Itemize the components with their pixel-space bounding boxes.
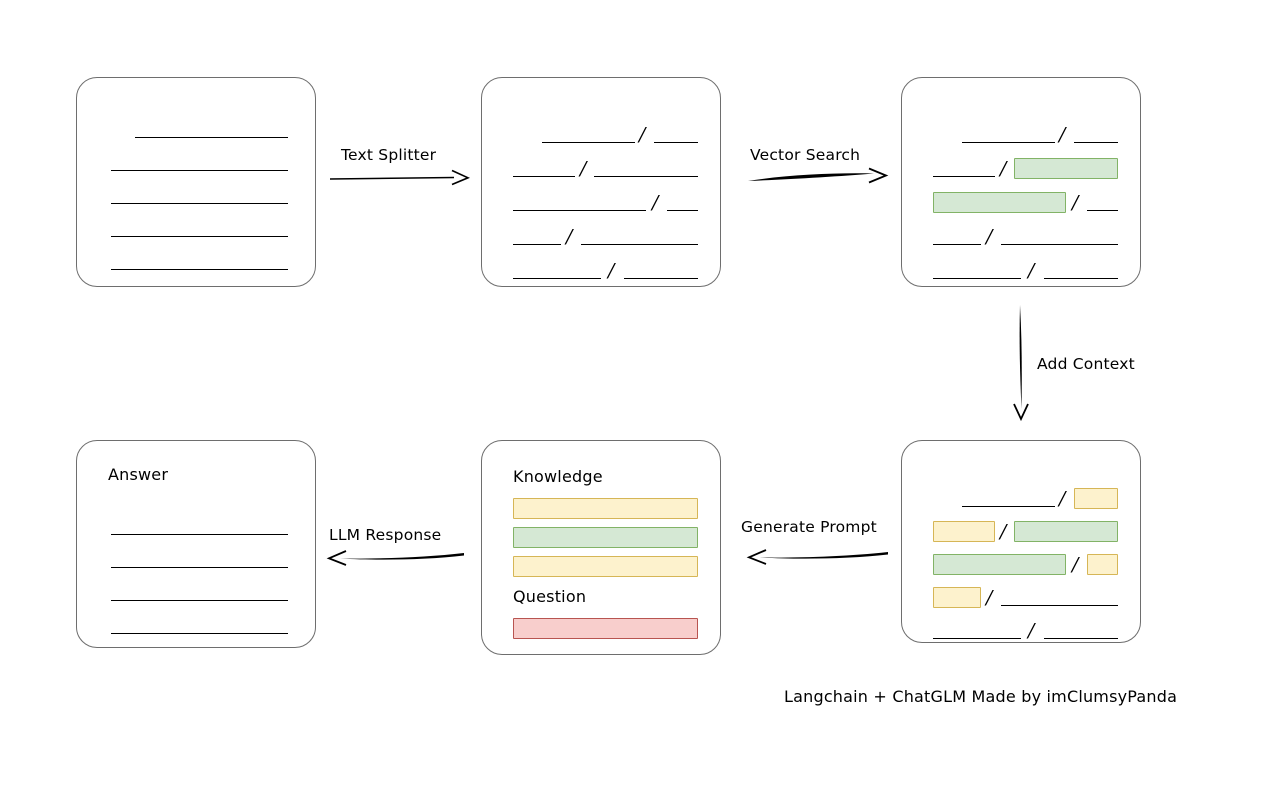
slash-separator: /: [1072, 191, 1079, 214]
slash-separator: /: [608, 259, 615, 282]
prompt-chip-red[interactable]: [513, 618, 698, 639]
prompt-card[interactable]: Knowledge Question: [481, 440, 721, 655]
text-rule: [933, 176, 995, 177]
slash-separator: /: [1059, 123, 1066, 146]
split-document-card[interactable]: / / / / /: [481, 77, 721, 287]
text-rule: [513, 244, 561, 245]
text-rule: [1074, 142, 1118, 143]
highlight-chip-yellow[interactable]: [933, 587, 981, 608]
prompt-chip-yellow[interactable]: [513, 556, 698, 577]
prompt-chip-yellow[interactable]: [513, 498, 698, 519]
text-rule: [111, 269, 288, 270]
knowledge-label: Knowledge: [513, 467, 603, 486]
text-rule: [654, 142, 698, 143]
slash-separator: /: [986, 586, 993, 609]
highlight-chip-green[interactable]: [1014, 158, 1118, 179]
text-rule: [111, 567, 288, 568]
arrow-label-llm-response: LLM Response: [329, 526, 442, 544]
highlight-chip-yellow[interactable]: [933, 521, 995, 542]
highlight-chip-green[interactable]: [1014, 521, 1118, 542]
arrow-llm-response: [322, 549, 464, 569]
slash-separator: /: [986, 225, 993, 248]
slash-separator: /: [1028, 619, 1035, 642]
arrow-label-text-splitter: Text Splitter: [341, 146, 437, 164]
matched-document-card[interactable]: / / / / /: [901, 77, 1141, 287]
arrow-label-add-context: Add Context: [1037, 355, 1135, 373]
slash-separator: /: [1028, 259, 1035, 282]
slash-separator: /: [639, 123, 646, 146]
slash-separator: /: [566, 225, 573, 248]
text-rule: [513, 210, 646, 211]
highlight-chip-green[interactable]: [933, 192, 1066, 213]
slash-separator: /: [580, 157, 587, 180]
arrow-generate-prompt: [740, 548, 888, 568]
arrow-label-vector-search: Vector Search: [750, 146, 861, 164]
text-rule: [111, 170, 288, 171]
slash-separator: /: [652, 191, 659, 214]
text-rule: [111, 600, 288, 601]
text-rule: [933, 244, 981, 245]
slash-separator: /: [1000, 157, 1007, 180]
text-rule: [962, 506, 1055, 507]
text-rule: [962, 142, 1055, 143]
context-document-card[interactable]: / / / / /: [901, 440, 1141, 643]
arrow-label-generate-prompt: Generate Prompt: [741, 518, 877, 536]
text-rule: [111, 203, 288, 204]
text-rule: [594, 176, 698, 177]
question-label: Question: [513, 587, 587, 606]
highlight-chip-yellow[interactable]: [1074, 488, 1118, 509]
text-rule: [542, 142, 635, 143]
diagram-caption: Langchain + ChatGLM Made by imClumsyPand…: [784, 687, 1178, 706]
text-rule: [1087, 210, 1118, 211]
highlight-chip-yellow[interactable]: [1087, 554, 1118, 575]
text-rule: [933, 638, 1021, 639]
text-rule: [1044, 638, 1118, 639]
answer-card[interactable]: Answer: [76, 440, 316, 648]
highlight-chip-green[interactable]: [933, 554, 1066, 575]
arrow-add-context: [1012, 305, 1034, 422]
text-rule: [513, 278, 601, 279]
slash-separator: /: [1000, 520, 1007, 543]
text-rule: [667, 210, 698, 211]
text-rule: [1001, 244, 1118, 245]
slash-separator: /: [1059, 487, 1066, 510]
source-document-card[interactable]: [76, 77, 316, 287]
text-rule: [1044, 278, 1118, 279]
text-rule: [111, 236, 288, 237]
text-rule: [624, 278, 698, 279]
text-rule: [513, 176, 575, 177]
text-rule: [135, 137, 288, 138]
text-rule: [581, 244, 698, 245]
arrow-text-splitter: [329, 169, 470, 186]
text-rule: [111, 633, 288, 634]
text-rule: [111, 534, 288, 535]
prompt-chip-green[interactable]: [513, 527, 698, 548]
arrow-vector-search: [748, 167, 889, 188]
answer-label: Answer: [108, 465, 169, 484]
text-rule: [933, 278, 1021, 279]
text-rule: [1001, 605, 1118, 606]
slash-separator: /: [1072, 553, 1079, 576]
